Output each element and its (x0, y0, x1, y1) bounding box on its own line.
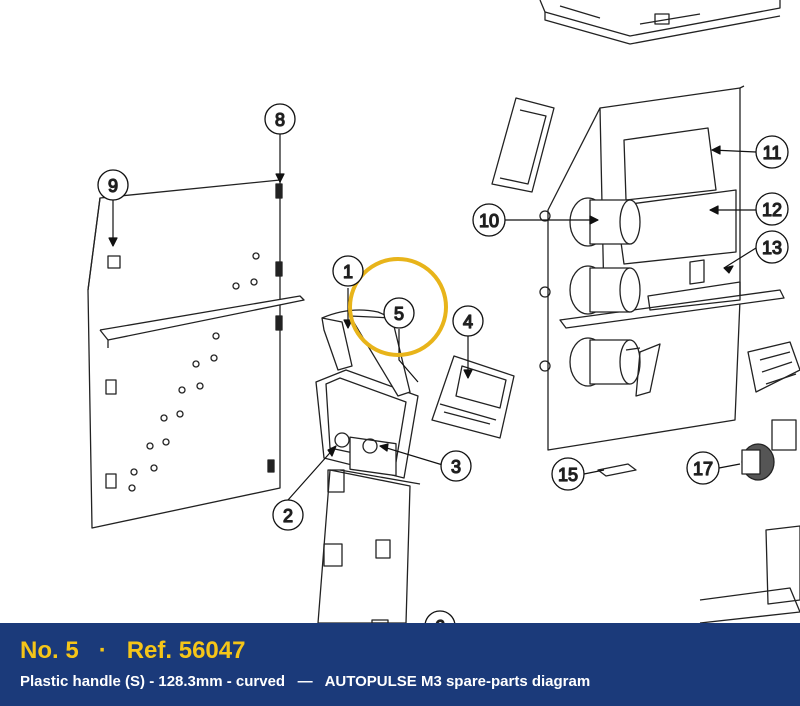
callout-10[interactable]: 10 (472, 203, 506, 237)
right-edge-components (597, 341, 800, 623)
callout-3[interactable]: 3 (440, 450, 472, 482)
detached-bracket (491, 97, 555, 193)
part-title: No. 5 · Ref. 56047 (20, 637, 245, 665)
left-side-panel (87, 179, 305, 529)
part-number: No. 5 (20, 637, 79, 664)
main-chassis (539, 85, 785, 451)
callout-label: 15 (558, 465, 578, 485)
part-reference: Ref. 56047 (126, 637, 246, 664)
top-frame-part (539, 0, 781, 45)
callout-17[interactable]: 17 (686, 451, 720, 485)
callout-label: 5 (394, 304, 404, 324)
callout-label: 8 (275, 110, 285, 130)
highlight-ring (348, 257, 448, 357)
callout-4[interactable]: 4 (452, 305, 484, 337)
callout-11[interactable]: 11 (755, 135, 789, 169)
callout-label: 10 (479, 211, 499, 231)
leader-lines (108, 134, 757, 501)
callout-9[interactable]: 9 (97, 169, 129, 201)
exploded-diagram: 1 2 3 4 5 6 8 9 (87, 0, 800, 623)
title-separator: · (98, 637, 107, 664)
diagram-title: AUTOPULSE M3 spare-parts diagram (324, 673, 591, 690)
callout-label: 9 (108, 176, 118, 196)
callout-8[interactable]: 8 (264, 103, 296, 135)
callout-label: 6 (435, 617, 445, 623)
subtitle-dash: — (297, 673, 313, 690)
display-board (431, 355, 515, 439)
callout-label: 17 (693, 459, 713, 479)
callout-1[interactable]: 1 (332, 255, 364, 287)
callout-label: 11 (763, 143, 782, 163)
part-description: Plastic handle (S) - 128.3mm - curved (20, 673, 286, 690)
part-subtitle: Plastic handle (S) - 128.3mm - curved — … (20, 673, 590, 690)
callout-label: 4 (463, 312, 473, 332)
callout-12[interactable]: 12 (755, 192, 789, 226)
callout-label: 12 (762, 200, 782, 220)
callout-13[interactable]: 13 (755, 230, 789, 264)
callout-2[interactable]: 2 (272, 499, 304, 531)
part-info-footer: No. 5 · Ref. 56047 Plastic handle (S) - … (0, 623, 800, 706)
callout-15[interactable]: 15 (551, 457, 585, 491)
callout-6[interactable]: 6 (424, 610, 456, 623)
callout-5[interactable]: 5 (383, 297, 415, 329)
callout-label: 3 (451, 457, 461, 477)
callout-label: 2 (283, 506, 293, 526)
callout-label: 1 (343, 262, 353, 282)
front-control-panel (315, 309, 421, 623)
callout-label: 13 (762, 238, 782, 258)
